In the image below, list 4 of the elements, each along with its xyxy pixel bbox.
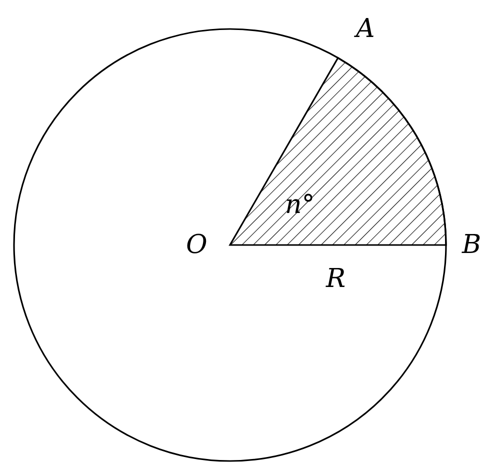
radius-label: R [326,266,346,292]
point-label: B [462,232,482,258]
point-label: O [186,232,208,258]
point-label: A [356,16,375,42]
